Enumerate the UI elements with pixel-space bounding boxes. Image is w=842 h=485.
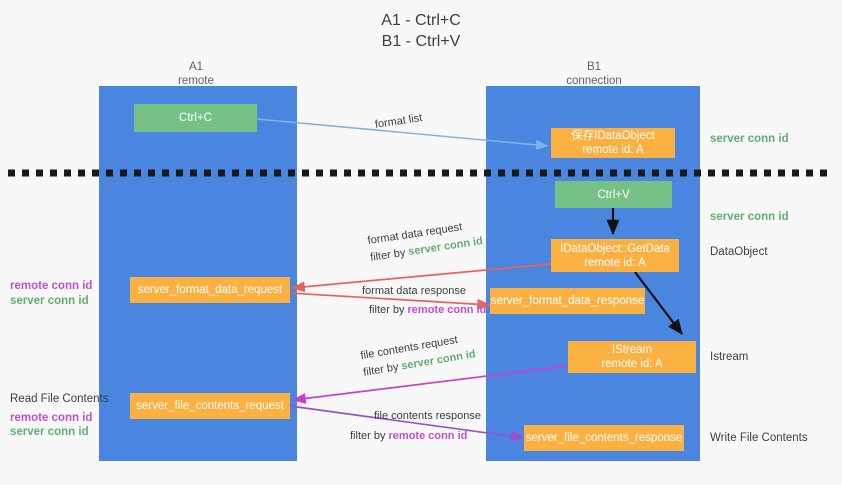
node-ctrl-v-label: Ctrl+V — [597, 188, 630, 201]
edge-label-file-contents-response-text: file contents response — [374, 410, 482, 422]
node-idataobject-getdata-line1: IDataObject::GetData — [560, 242, 670, 255]
column-header-a1: A1 remote — [130, 60, 262, 88]
annotation-server-conn-id-1: server conn id — [710, 133, 789, 145]
title-line-2: B1 - Ctrl+V — [381, 33, 461, 50]
edge-label-format-data-request-filter-prefix: filter by — [369, 246, 410, 264]
edge-label-file-contents-request: file contents request filter by server c… — [359, 330, 477, 379]
edge-label-format-data-request: format data request filter by server con… — [367, 217, 484, 264]
node-istream-line2: remote id: A — [601, 358, 663, 370]
node-server-format-data-request-label: server_format_data_request — [137, 284, 283, 296]
annotation-file-remote-conn-id: remote conn id — [10, 412, 93, 424]
node-ctrl-c-label: Ctrl+C — [179, 112, 212, 124]
annotation-file-server-conn-id: server conn id — [10, 426, 89, 438]
node-ctrl-v[interactable]: Ctrl+V — [555, 181, 672, 208]
node-server-file-contents-response-label: server_file_contents_response — [525, 432, 683, 444]
annotation-format-server-conn-id: server conn id — [10, 295, 89, 307]
annotation-write-file-contents: Write File Contents — [710, 432, 808, 444]
column-b1-name: B1 — [586, 61, 602, 73]
edge-label-file-contents-request-filter-prefix: filter by — [362, 360, 403, 379]
edge-label-format-data-response-text: format data response — [362, 285, 466, 297]
node-save-idataobject[interactable]: 保存IDataObject remote id: A — [551, 128, 675, 158]
node-server-format-data-request[interactable]: server_format_data_request — [130, 277, 290, 303]
node-server-format-data-response-label: server_format_data_response — [490, 295, 645, 307]
node-server-file-contents-response[interactable]: server_file_contents_response — [524, 425, 684, 451]
node-server-format-data-response[interactable]: server_format_data_response — [490, 288, 645, 314]
node-server-file-contents-request-label: server_file_contents_request — [136, 400, 284, 412]
annotation-format-remote-conn-id: remote conn id — [10, 280, 93, 292]
annotation-dataobject: DataObject — [710, 246, 768, 258]
column-header-b1: B1 connection — [528, 60, 660, 88]
column-b1-sub: connection — [566, 75, 622, 87]
node-server-file-contents-request[interactable]: server_file_contents_request — [130, 393, 290, 419]
edge-label-format-data-response-filter-value: remote conn id — [407, 304, 487, 316]
node-save-idataobject-line2: remote id: A — [582, 144, 644, 156]
node-save-idataobject-line1: 保存IDataObject — [571, 130, 655, 142]
node-istream-line1: IStream — [611, 344, 653, 356]
annotation-server-conn-id-2: server conn id — [710, 211, 789, 223]
edge-label-file-contents-response: file contents response filter by remote … — [350, 409, 482, 443]
node-istream[interactable]: IStream remote id: A — [568, 341, 696, 373]
edge-label-format-data-response-filter-prefix: filter by — [369, 304, 408, 316]
page-title: A1 - Ctrl+C B1 - Ctrl+V — [0, 10, 842, 52]
column-a1-sub: remote — [178, 75, 214, 87]
edge-label-format-list: format list — [374, 111, 423, 132]
node-idataobject-getdata-line2: remote id: A — [584, 256, 646, 269]
column-a1-name: A1 — [188, 61, 204, 73]
edge-label-file-contents-response-filter-prefix: filter by — [350, 430, 389, 442]
edge-label-format-data-response: format data response filter by remote co… — [362, 284, 486, 317]
annotation-read-file-contents: Read File Contents — [10, 393, 109, 405]
title-line-1: A1 - Ctrl+C — [381, 12, 461, 29]
annotation-istream: Istream — [710, 351, 749, 363]
node-ctrl-c[interactable]: Ctrl+C — [134, 104, 257, 132]
edge-label-format-list-text: format list — [374, 112, 424, 131]
node-idataobject-getdata[interactable]: IDataObject::GetData remote id: A — [551, 239, 679, 272]
edge-label-file-contents-response-filter-value: remote conn id — [388, 430, 468, 442]
